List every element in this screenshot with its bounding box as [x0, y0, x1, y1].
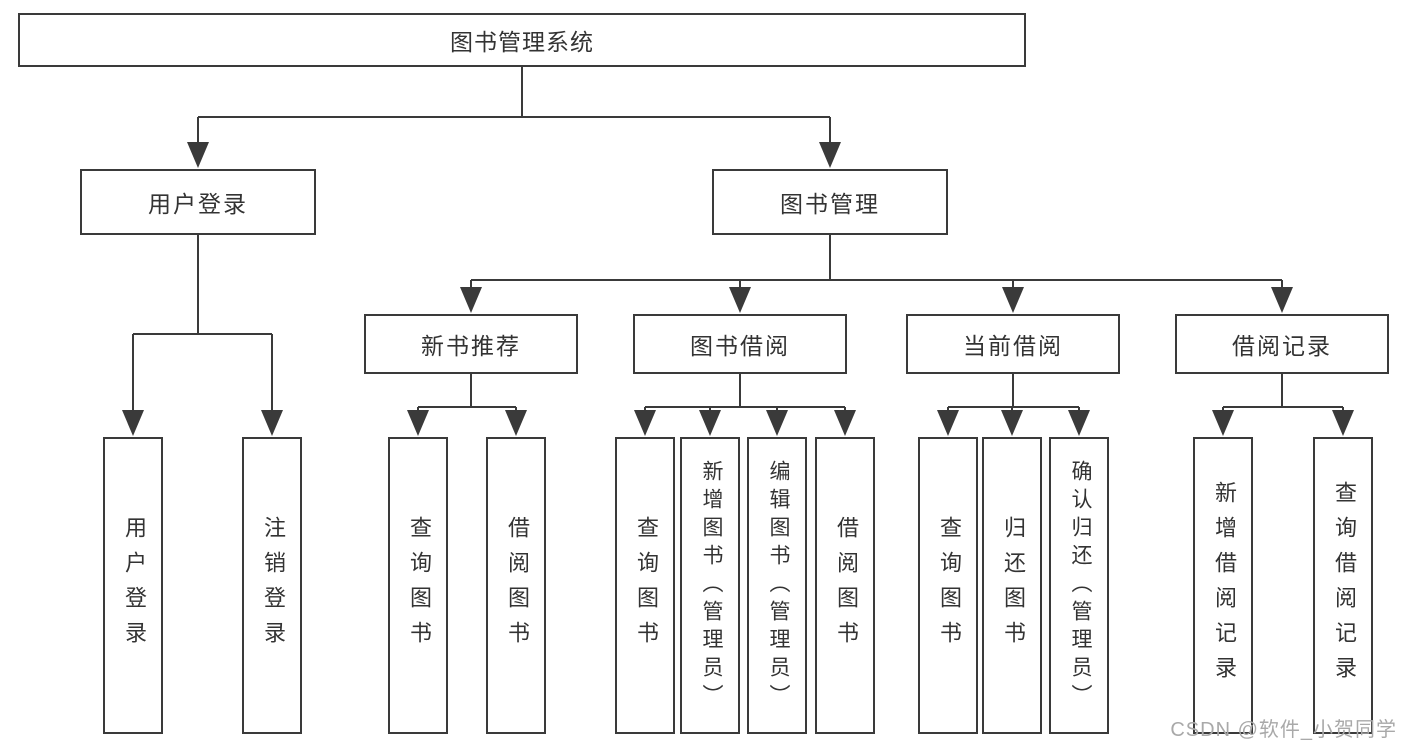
connector-login-to-children — [122, 235, 283, 436]
arrow-down-icon — [1212, 410, 1234, 436]
node-book-borrow: 图书借阅 — [633, 314, 847, 374]
arrow-down-icon — [937, 410, 959, 436]
leaf-edit-book-admin: 编辑图书（管理员） — [747, 437, 807, 734]
connector-current-to-leaves — [937, 374, 1090, 436]
arrow-down-icon — [1068, 410, 1090, 436]
arrow-down-icon — [460, 287, 482, 313]
connector-manage-to-level3 — [460, 235, 1293, 313]
leaf-user-login: 用户登录 — [103, 437, 163, 734]
arrow-down-icon — [1332, 410, 1354, 436]
node-current-borrow: 当前借阅 — [906, 314, 1120, 374]
leaf-return-books: 归还图书 — [982, 437, 1042, 734]
arrow-down-icon — [1001, 410, 1023, 436]
node-user-login: 用户登录 — [80, 169, 316, 235]
leaf-logout: 注销登录 — [242, 437, 302, 734]
leaf-borrow-books: 借阅图书 — [815, 437, 875, 734]
arrow-down-icon — [699, 410, 721, 436]
arrow-down-icon — [634, 410, 656, 436]
connector-root-to-level2 — [187, 67, 841, 168]
connector-records-to-leaves — [1212, 374, 1354, 436]
leaf-add-borrow-record: 新增借阅记录 — [1193, 437, 1253, 734]
arrow-down-icon — [1002, 287, 1024, 313]
leaf-recommend-query-books: 查询图书 — [388, 437, 448, 734]
arrow-down-icon — [407, 410, 429, 436]
arrow-down-icon — [819, 142, 841, 168]
node-library-management-system: 图书管理系统 — [18, 13, 1026, 67]
leaf-current-query-books: 查询图书 — [918, 437, 978, 734]
arrow-down-icon — [505, 410, 527, 436]
arrow-down-icon — [1271, 287, 1293, 313]
leaf-recommend-borrow-books: 借阅图书 — [486, 437, 546, 734]
arrow-down-icon — [729, 287, 751, 313]
arrow-down-icon — [261, 410, 283, 436]
node-borrow-records: 借阅记录 — [1175, 314, 1389, 374]
leaf-borrow-query-books: 查询图书 — [615, 437, 675, 734]
arrow-down-icon — [766, 410, 788, 436]
arrow-down-icon — [834, 410, 856, 436]
leaf-add-book-admin: 新增图书（管理员） — [680, 437, 740, 734]
arrow-down-icon — [187, 142, 209, 168]
node-book-management: 图书管理 — [712, 169, 948, 235]
node-new-book-recommend: 新书推荐 — [364, 314, 578, 374]
leaf-query-borrow-record: 查询借阅记录 — [1313, 437, 1373, 734]
leaf-confirm-return-admin: 确认归还（管理员） — [1049, 437, 1109, 734]
connector-borrow-to-leaves — [634, 374, 856, 436]
connector-recommend-to-leaves — [407, 374, 527, 436]
arrow-down-icon — [122, 410, 144, 436]
